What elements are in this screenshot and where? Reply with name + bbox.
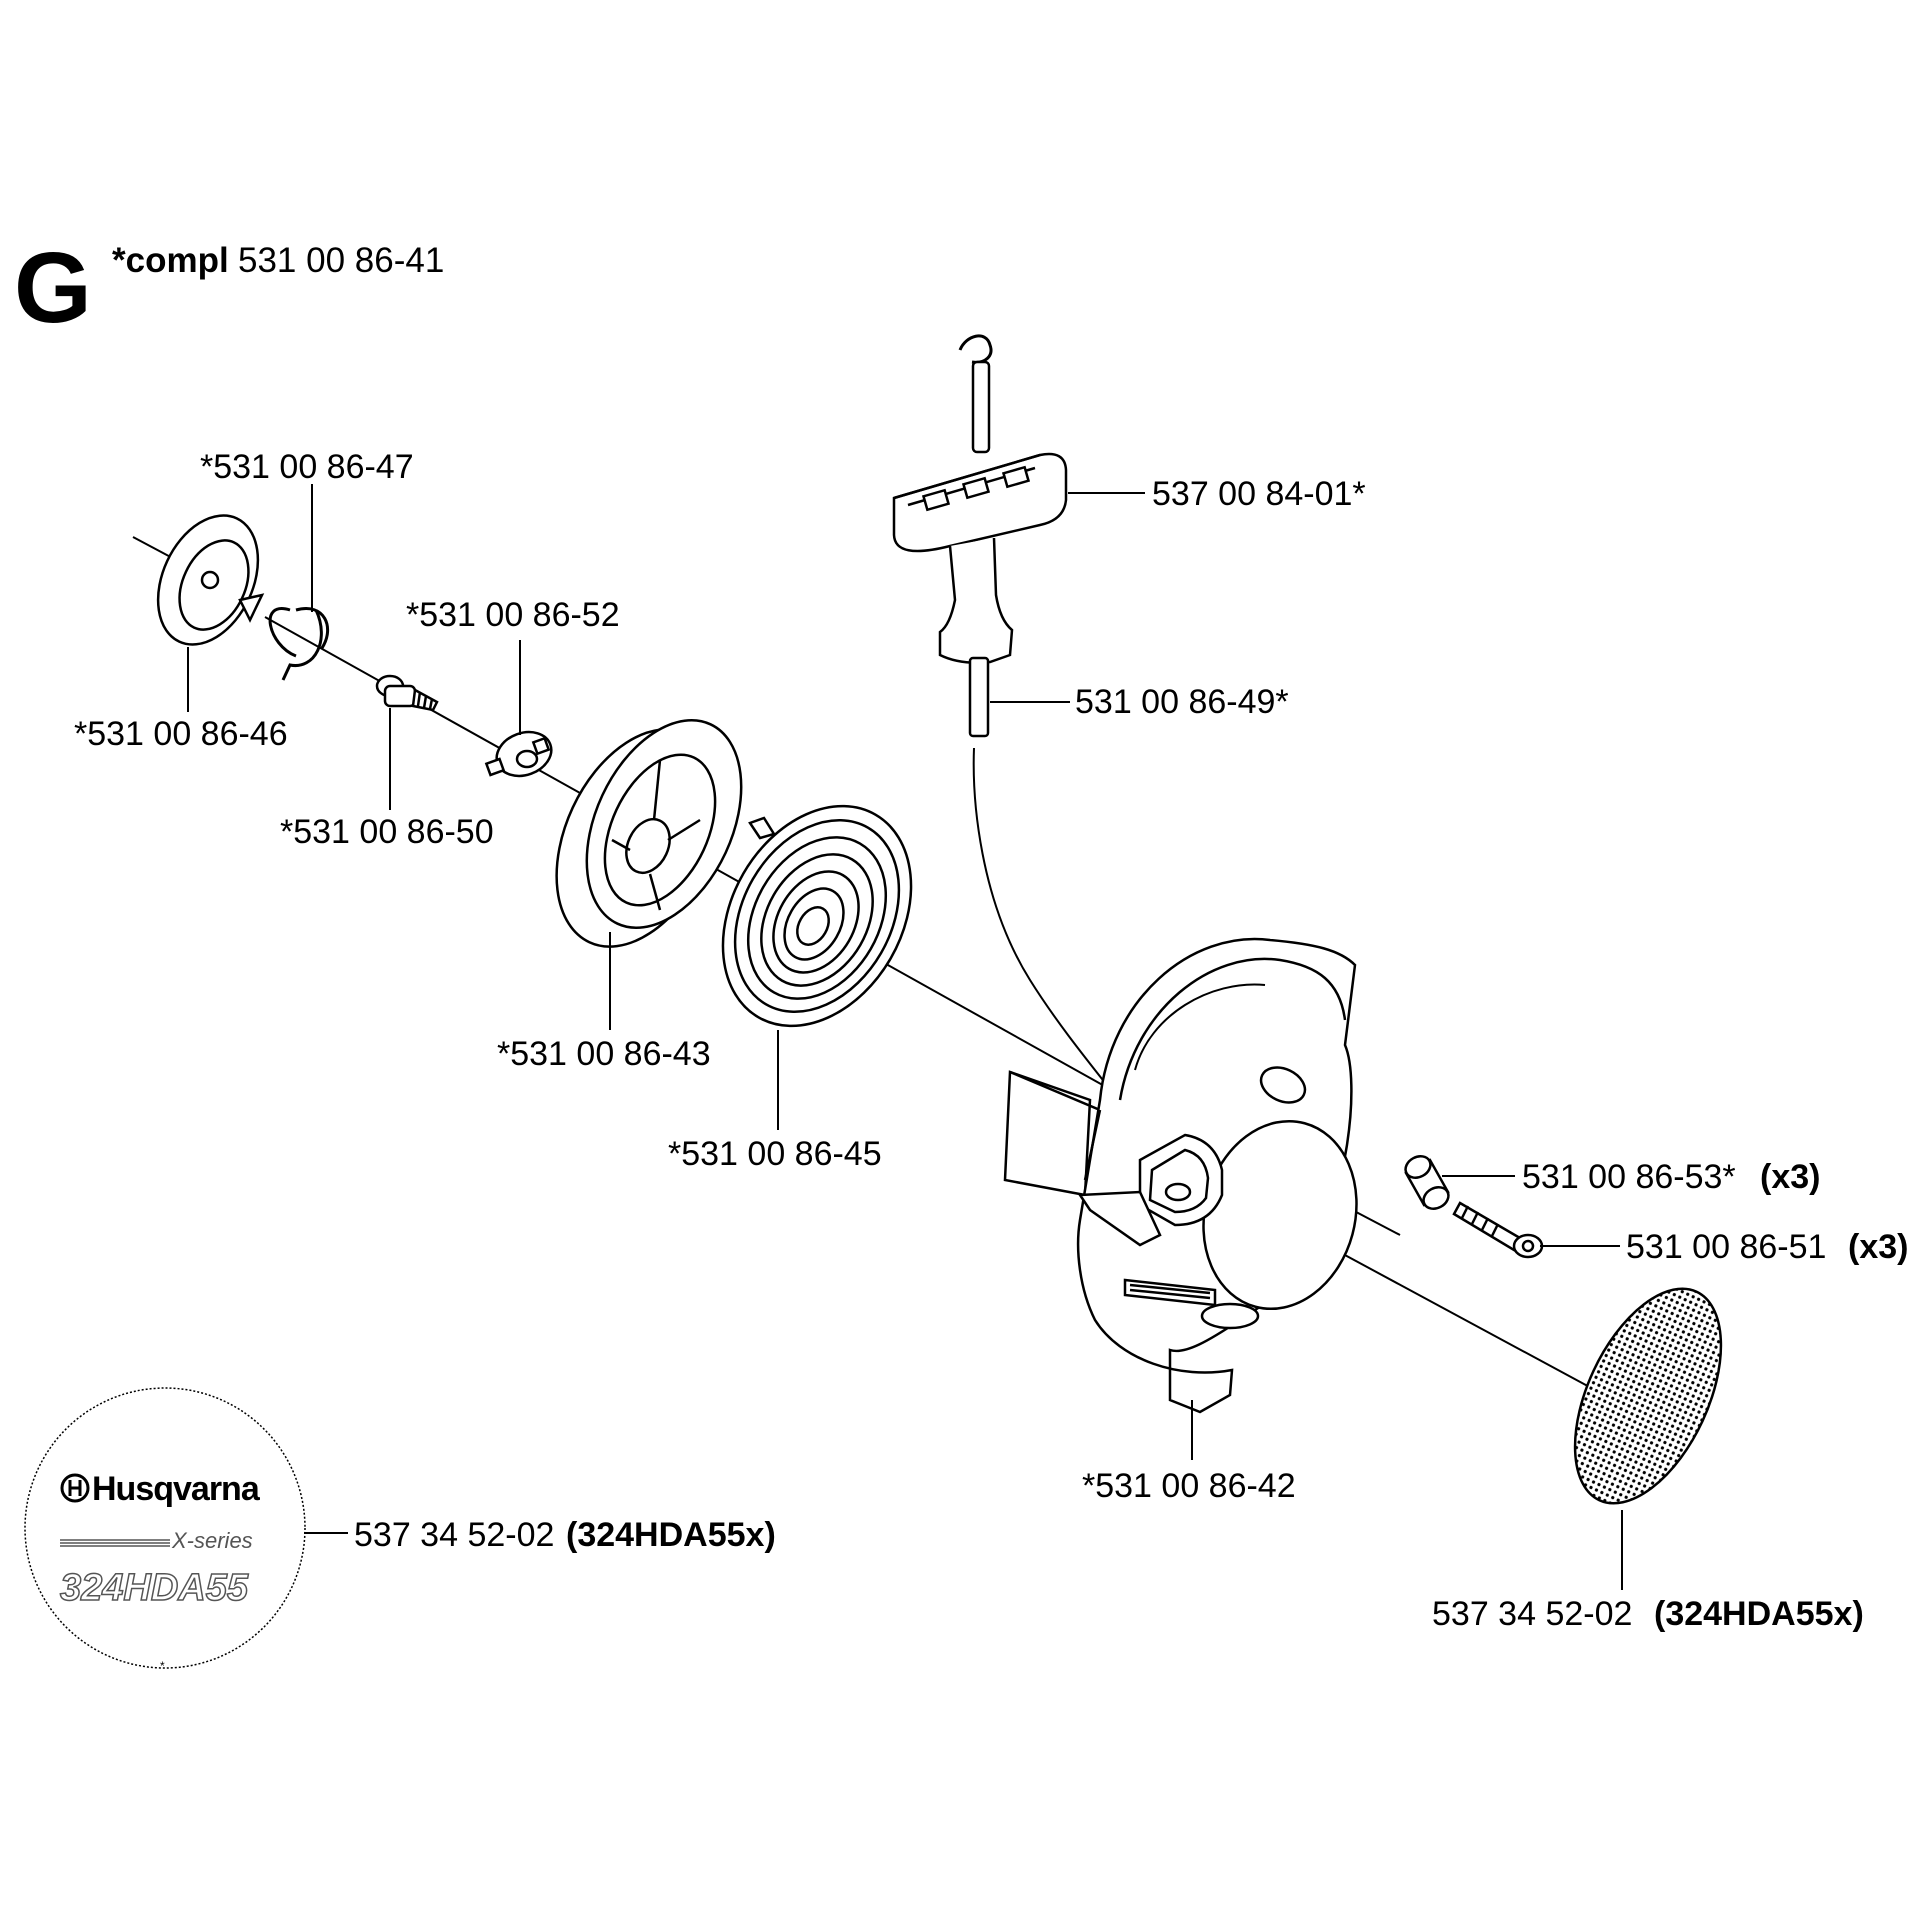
label-531-00-86-53-qty: (x3) [1760,1158,1820,1196]
label-537-00-84-01: 537 00 84-01* [1152,475,1366,513]
label-531-00-86-46: *531 00 86-46 [74,715,288,753]
label-531-00-86-51-qty: (x3) [1848,1228,1908,1266]
label-531-00-86-53: 531 00 86-53* [1522,1158,1736,1196]
part-531-00-86-52-nut [484,730,553,778]
label-531-00-86-49: 531 00 86-49* [1075,683,1289,721]
compl-number: 531 00 86-41 [238,241,444,280]
decal-series: X-series [171,1528,253,1553]
part-531-00-86-43-pulley [555,718,743,948]
decal-brand: Husqvarna [92,1470,261,1508]
part-531-00-86-53-sleeve [1404,1155,1450,1210]
label-decal-right: 537 34 52-02 [1432,1595,1632,1633]
part-531-00-86-42-housing [1003,937,1358,1414]
decal-right [1573,1287,1723,1505]
leader-lines [187,484,1623,1590]
label-531-00-86-42: *531 00 86-42 [1082,1467,1296,1505]
decal-left-sticker: Husqvarna X-series 324HDA55 * [24,1387,306,1673]
part-537-00-84-01-handle [892,334,1068,738]
decal-mark: * [160,1659,165,1673]
label-decal-left-model: (324HDA55x) [566,1516,776,1554]
decal-model: 324HDA55 [60,1567,249,1609]
label-decal-left: 537 34 52-02 [354,1516,554,1554]
part-531-00-86-50-bolt [375,674,439,712]
part-531-00-86-51-screw [1452,1201,1544,1259]
label-531-00-86-52: *531 00 86-52 [406,596,620,634]
husqvarna-logo-icon [60,1473,90,1503]
part-531-00-86-46-disc [156,514,265,646]
part-531-00-86-47-circlip [268,607,330,681]
label-531-00-86-43: *531 00 86-43 [497,1035,711,1073]
label-531-00-86-45: *531 00 86-45 [668,1135,882,1173]
label-531-00-86-50: *531 00 86-50 [280,813,494,851]
label-decal-right-model: (324HDA55x) [1654,1595,1864,1633]
part-531-00-86-45-spring [721,804,913,1028]
label-531-00-86-51: 531 00 86-51 [1626,1228,1826,1266]
compl-prefix: *compl [112,241,229,280]
decal-stripe [60,1539,170,1547]
section-letter: G [14,232,92,344]
label-531-00-86-47: *531 00 86-47 [200,448,414,486]
